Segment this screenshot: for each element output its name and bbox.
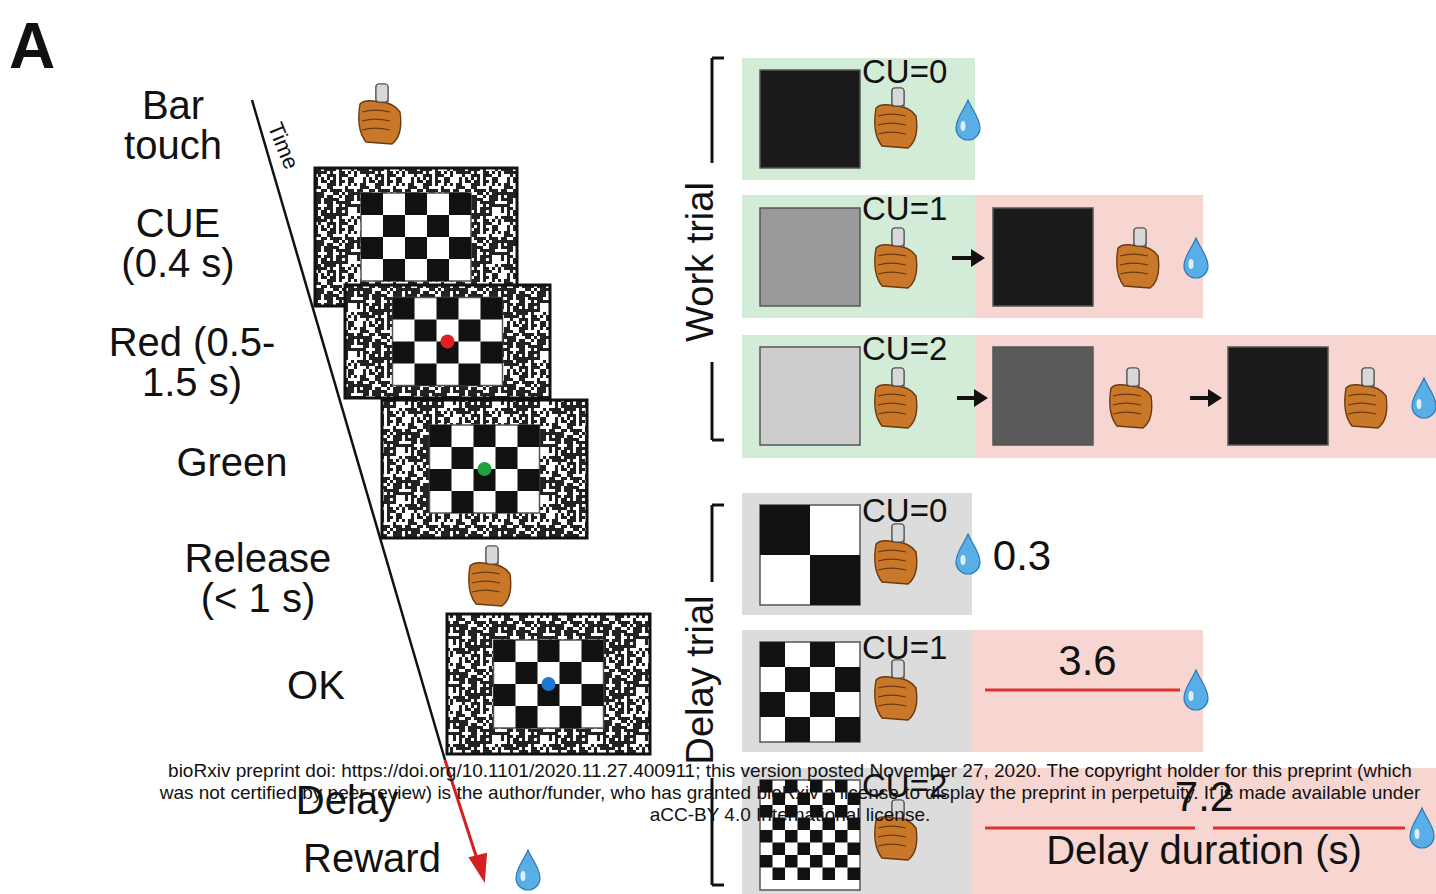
checkerboard [494, 640, 604, 728]
extra-cue-band [975, 335, 1436, 458]
hand-on-bar [875, 368, 917, 428]
panel-letter: A [9, 14, 55, 78]
cu-label: CU=0 [862, 493, 947, 529]
water-drop [956, 100, 980, 140]
duration-value: Delay duration (s) [972, 828, 1436, 872]
cue-square [760, 347, 860, 445]
event-label: CUE (0.4 s) [103, 203, 253, 283]
cue-square [760, 70, 860, 168]
sequence-arrow [1190, 389, 1222, 407]
hand-on-bar [1117, 228, 1159, 288]
cu-label: CU=0 [862, 54, 947, 90]
fixation-dot [441, 335, 455, 349]
water-drop [516, 850, 540, 890]
fixation-dot [542, 677, 556, 691]
preprint-watermark: bioRxiv preprint doi: https://doi.org/10… [150, 760, 1430, 826]
hand-on-bar [1345, 368, 1387, 428]
cue-square [1228, 347, 1328, 445]
hand-on-bar [875, 88, 917, 148]
cu-label: CU=2 [862, 331, 947, 367]
event-label: Green [176, 442, 287, 482]
hand-on-bar [875, 660, 917, 720]
stimulus-screen [382, 400, 587, 538]
trial-type-label: Delay trial [681, 596, 719, 765]
hand-on-bar [1110, 368, 1152, 428]
cue-square [993, 208, 1093, 306]
event-label: Reward [303, 838, 441, 878]
duration-value: 3.6 [972, 638, 1203, 684]
water-drop [956, 534, 980, 574]
event-label: OK [287, 665, 345, 705]
event-label: Release (< 1 s) [173, 538, 343, 618]
hand-on-bar [875, 524, 917, 584]
checkerboard [361, 193, 471, 281]
extra-cue-band [975, 195, 1203, 318]
checkerboard [430, 425, 540, 513]
water-drop [1184, 670, 1208, 710]
hand-on-bar [359, 84, 401, 144]
sequence-arrow [952, 249, 985, 267]
cu-label: CU=1 [862, 630, 947, 666]
delay-value: 0.3 [993, 535, 1051, 577]
hand-on-bar [875, 228, 917, 288]
stimulus-screen [345, 285, 550, 398]
cue-square [760, 208, 860, 306]
event-label: Bar touch [108, 85, 238, 165]
stimulus-screen [447, 614, 650, 754]
checkerboard [760, 505, 860, 605]
water-drop [1184, 238, 1208, 278]
sequence-arrow [957, 389, 988, 407]
water-drop [1412, 378, 1436, 418]
cu-label: CU=1 [862, 191, 947, 227]
event-label: Red (0.5-1.5 s) [85, 322, 300, 402]
water-drop [1410, 808, 1434, 848]
hand-on-bar [469, 546, 511, 606]
checkerboard [760, 642, 860, 742]
fixation-dot [478, 462, 492, 476]
delay-duration-line [985, 690, 1405, 828]
cue-square [993, 347, 1093, 445]
checkerboard [393, 298, 503, 386]
trial-type-label: Work trial [681, 182, 719, 342]
